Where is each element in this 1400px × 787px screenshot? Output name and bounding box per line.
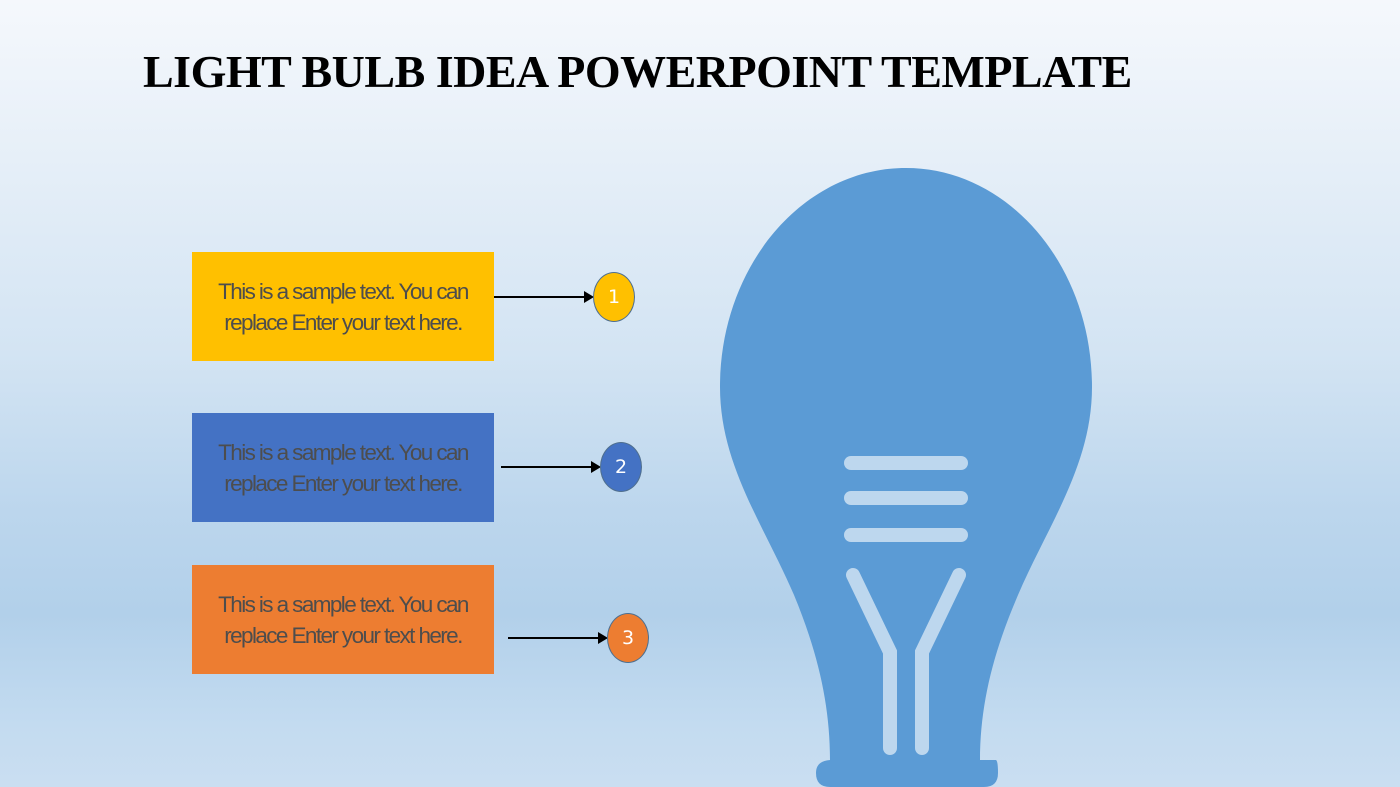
text-box-2: This is a sample text. You can replace E… (192, 413, 494, 522)
text-box-3: This is a sample text. You can replace E… (192, 565, 494, 674)
text-box-1: This is a sample text. You can replace E… (192, 252, 494, 361)
text-box-2-label: This is a sample text. You can replace E… (218, 439, 469, 496)
number-badge-2-label: 2 (614, 456, 628, 478)
number-badge-3: 3 (607, 613, 649, 663)
arrow-3 (508, 632, 608, 644)
slide-title: LIGHT BULB IDEA POWERPOINT TEMPLATE (143, 46, 1132, 97)
light-bulb-icon (720, 168, 1092, 787)
arrow-1 (494, 291, 594, 303)
text-box-3-label: This is a sample text. You can replace E… (218, 591, 469, 648)
number-badge-2: 2 (600, 442, 642, 492)
number-badge-3-label: 3 (621, 627, 635, 649)
text-box-1-label: This is a sample text. You can replace E… (218, 278, 469, 335)
arrow-2 (501, 461, 601, 473)
number-badge-1-label: 1 (607, 286, 621, 308)
number-badge-1: 1 (593, 272, 635, 322)
